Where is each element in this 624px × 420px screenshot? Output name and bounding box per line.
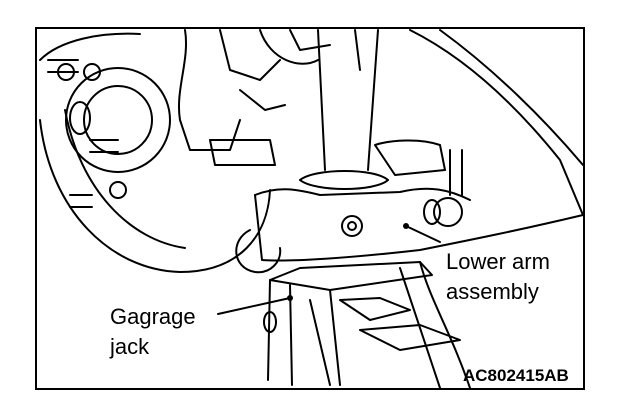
brake-caliper xyxy=(178,29,361,166)
jack-wheel xyxy=(263,311,277,333)
figure-code: AC802415AB xyxy=(463,366,569,385)
strut xyxy=(299,29,389,190)
label-garage-jack-line2: jack xyxy=(110,334,150,359)
bolt xyxy=(341,215,363,237)
lower-arm xyxy=(235,139,584,274)
jack-saddle xyxy=(269,261,433,291)
label-lower-arm-assembly-line2: assembly xyxy=(446,279,539,304)
leader-line-jack xyxy=(217,297,291,315)
wheel-stud xyxy=(47,59,119,208)
stabilizer-link xyxy=(423,149,463,227)
figure-frame xyxy=(35,27,585,390)
tire-shape xyxy=(409,29,584,216)
leader-dot-lower-arm xyxy=(403,223,409,229)
label-garage-jack-line1: Gagrage xyxy=(110,304,196,329)
brake-disc xyxy=(39,32,271,273)
label-lower-arm-assembly-line1: Lower arm xyxy=(446,249,550,274)
jack-body xyxy=(267,261,471,389)
leader-dot-jack xyxy=(287,295,293,301)
leader-line-lower-arm xyxy=(405,225,441,243)
